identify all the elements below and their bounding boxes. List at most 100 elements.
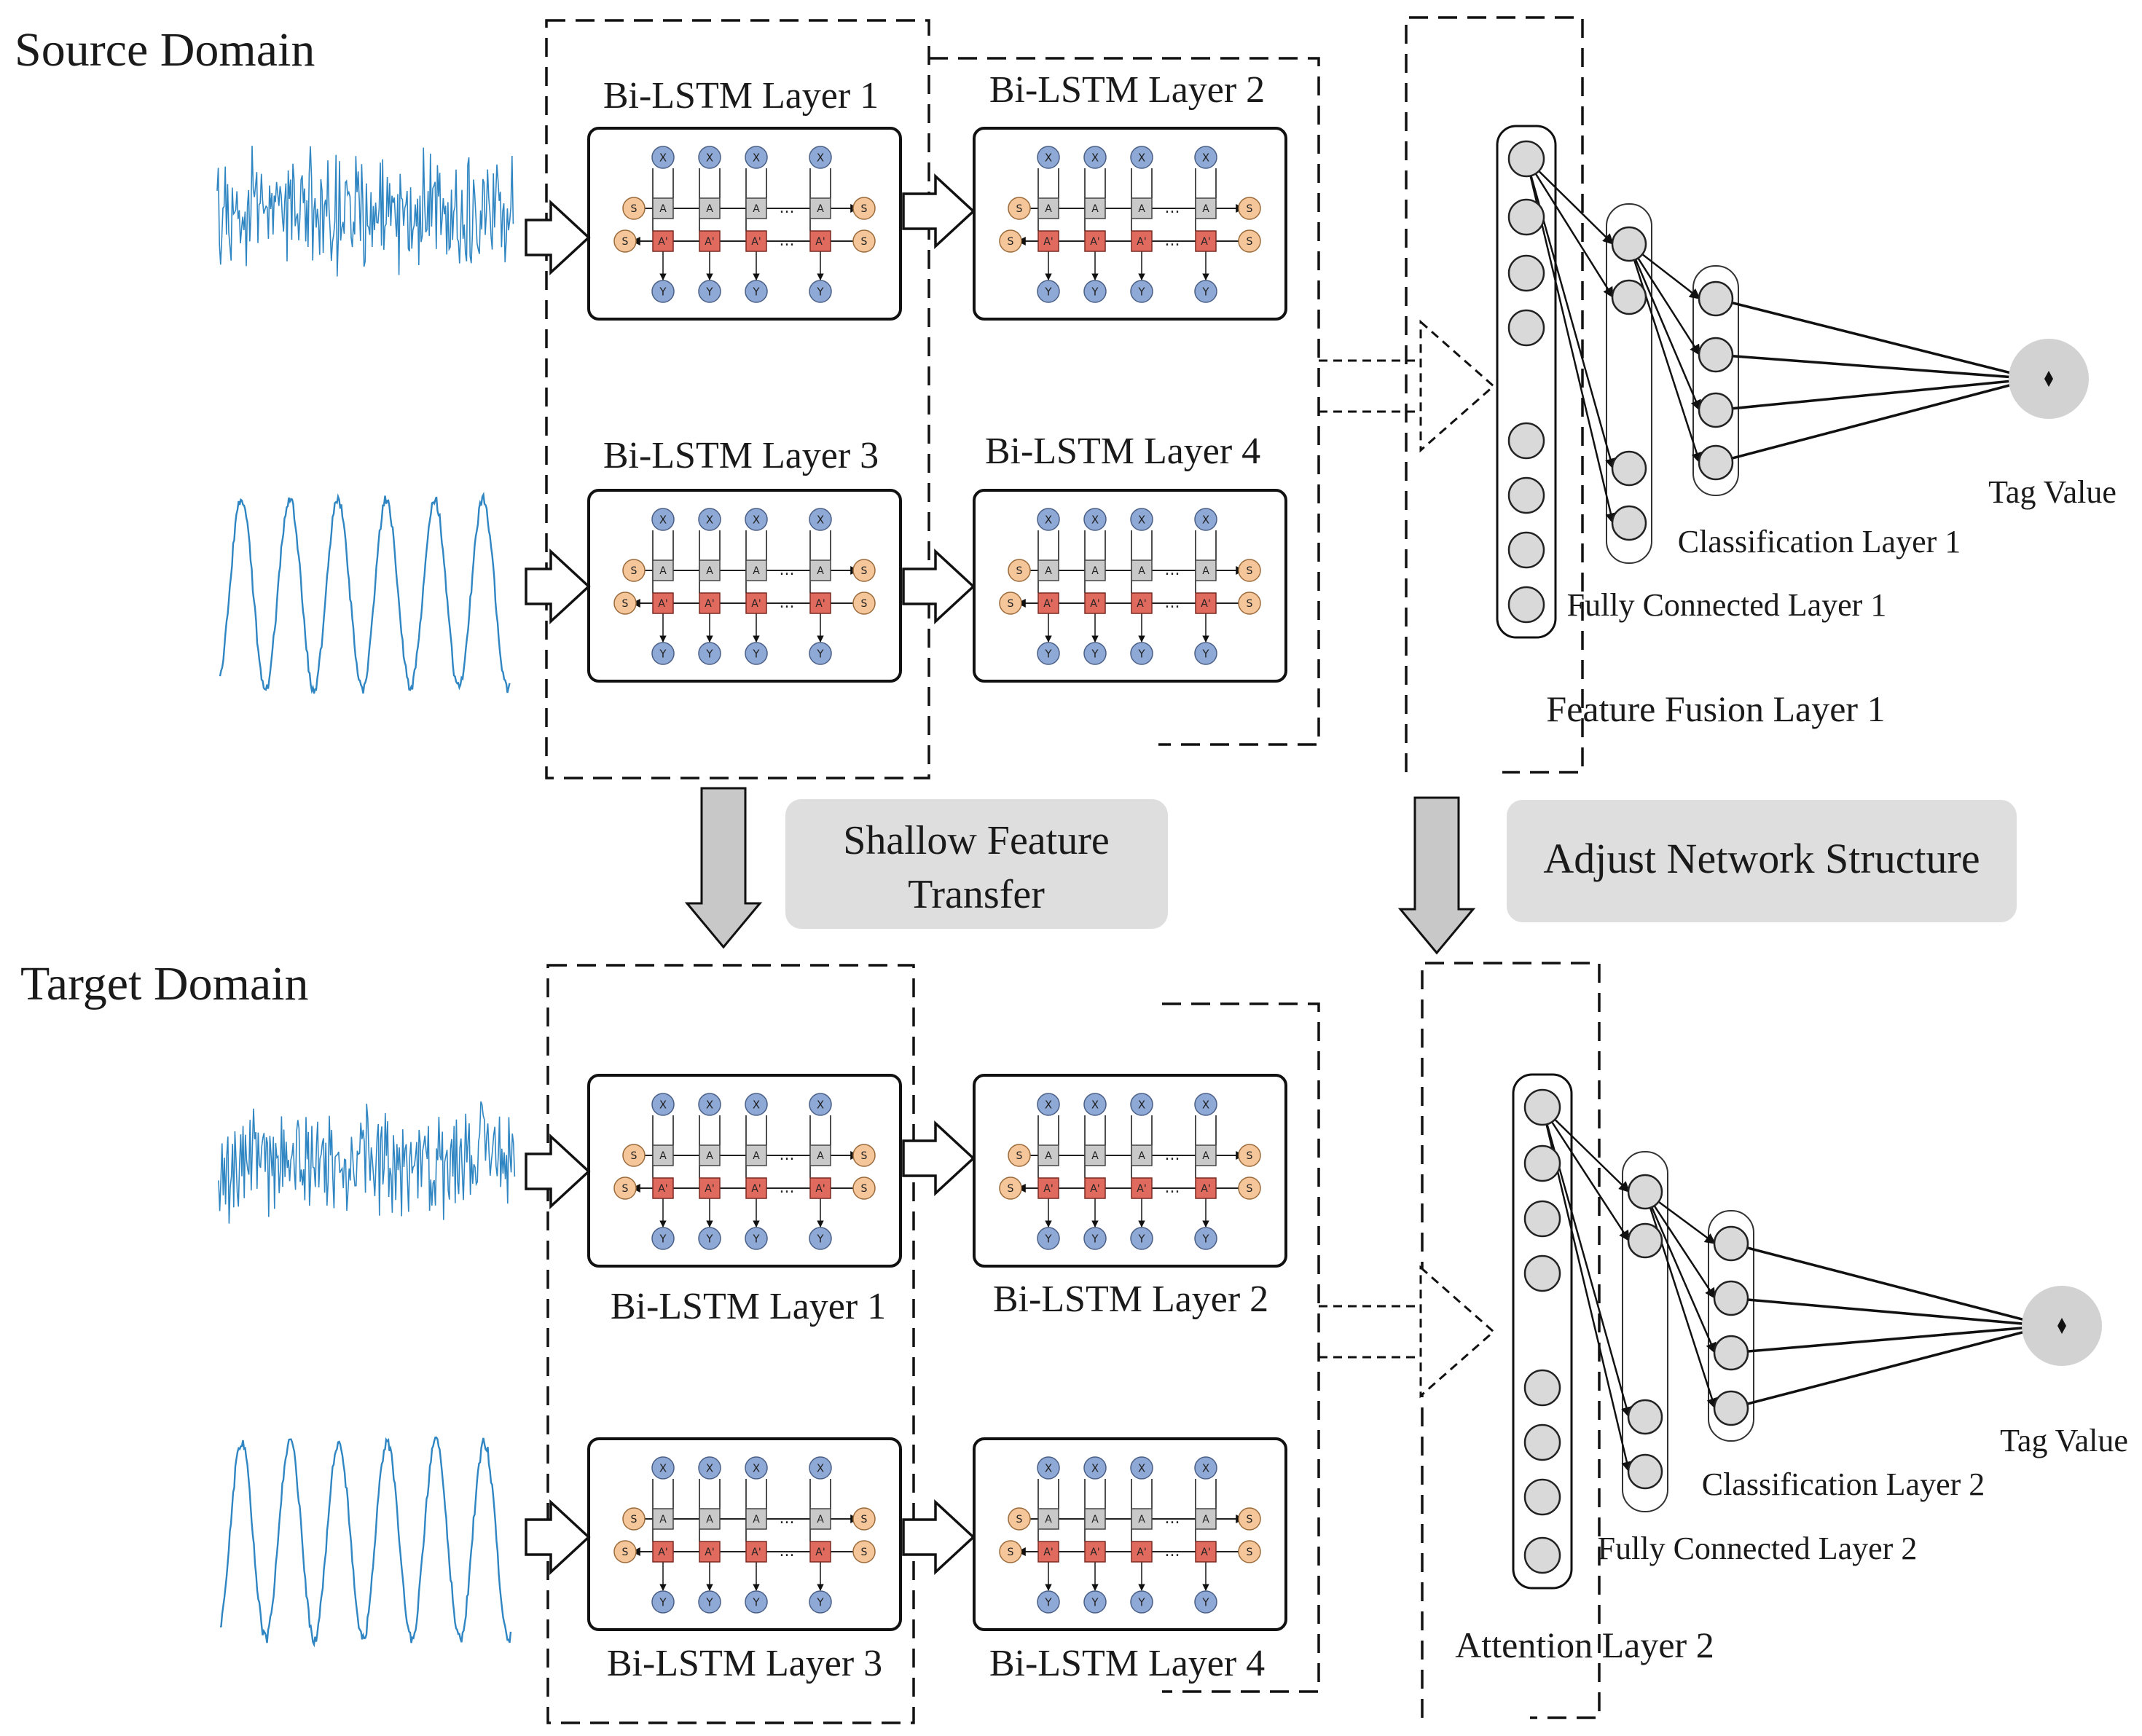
source-bilstm-2-forward-cell xyxy=(1195,197,1217,219)
target-bilstm-2-frame xyxy=(973,1074,1287,1268)
shallow-feature-transfer-box: Shallow Feature Transfer xyxy=(785,799,1168,929)
target-bilstm-2-input-node xyxy=(1037,1093,1060,1116)
target-head-edge xyxy=(1542,1107,1631,1193)
source-bilstm-1-output-node xyxy=(698,280,721,303)
source-bilstm-2-input-label: X xyxy=(1091,152,1099,165)
source-bilstm-4-output-node xyxy=(1037,642,1060,665)
target-bilstm-2-input-label: X xyxy=(1202,1099,1209,1112)
target-layer-1-title: Bi-LSTM Layer 1 xyxy=(611,1286,886,1327)
source-bilstm-3-output-label: Y xyxy=(752,648,760,661)
source-bilstm-3-backward-cell-label: A' xyxy=(815,598,825,610)
target-bilstm-1-state-node xyxy=(613,1177,637,1200)
target-bilstm-4-state-label: S xyxy=(1008,1547,1014,1558)
source-bilstm-3-state-node xyxy=(852,559,876,582)
source-bilstm-4-state-label: S xyxy=(1008,598,1014,610)
source-bilstm-3-input-label: X xyxy=(753,514,760,527)
source-bilstm-3-input-node xyxy=(698,508,721,531)
source-bilstm-2-input-node xyxy=(1037,146,1060,169)
target-bilstm-4-input-node xyxy=(1194,1456,1217,1480)
source-bilstm-4-backward-cell-label: A' xyxy=(1043,598,1053,610)
target-head-neuron xyxy=(1713,1225,1749,1262)
target-bilstm-1-forward-cell xyxy=(809,1144,831,1166)
source-bilstm-3-backward-cell-label: A' xyxy=(751,598,761,610)
target-bilstm-3-forward-cell xyxy=(699,1508,721,1530)
target-deep-frame xyxy=(1162,1002,1320,1693)
target-bilstm-2-ellipsis-bottom: ... xyxy=(1165,1179,1180,1197)
source-fusion-arrow-shafts xyxy=(1319,359,1421,413)
target-input-arrow-2 xyxy=(525,1499,591,1575)
target-bilstm-2-backward-cell xyxy=(1037,1177,1059,1199)
target-bilstm-3-frame xyxy=(587,1437,902,1631)
source-bilstm-4-state-node xyxy=(999,592,1022,615)
source-input-arrow-2 xyxy=(525,549,591,624)
target-domain-title: Target Domain xyxy=(20,957,309,1010)
source-bilstm-4-state-label: S xyxy=(1247,598,1253,610)
source-bilstm-2-state-label: S xyxy=(1008,236,1014,248)
source-bilstm-3-input-label: X xyxy=(706,514,713,527)
source-bilstm-4-state-node xyxy=(1008,559,1031,582)
target-bilstm-1-ellipsis-bottom: ... xyxy=(780,1179,795,1197)
target-bilstm-2-output-node xyxy=(1130,1227,1153,1250)
source-bilstm-3-state-label: S xyxy=(861,565,868,577)
source-layer-3-title: Bi-LSTM Layer 3 xyxy=(603,435,879,476)
target-bilstm-2-forward-cell xyxy=(1084,1144,1106,1166)
source-head-neuron xyxy=(1507,476,1545,514)
source-head-edge xyxy=(1526,158,1615,246)
source-head-neuron xyxy=(1698,337,1734,373)
target-bilstm-3-output-label: Y xyxy=(659,1596,667,1609)
source-bilstm-2-output-label: Y xyxy=(1091,286,1099,299)
adjust-structure-down-arrow xyxy=(1397,796,1476,955)
target-bilstm-3-state-label: S xyxy=(622,1547,629,1558)
target-bilstm-2-output-label: Y xyxy=(1091,1233,1099,1246)
source-bilstm-3-backward-cell xyxy=(809,592,831,614)
source-head-edge xyxy=(1715,377,2035,464)
target-bilstm-2-forward-cell xyxy=(1195,1144,1217,1166)
source-head-neuron xyxy=(1507,254,1545,292)
source-head-neuron xyxy=(1698,392,1734,428)
target-bilstm-1-backward-cell xyxy=(809,1177,831,1199)
target-bilstm-3-forward-cell xyxy=(652,1508,674,1530)
source-bilstm-1-backward-cell-label: A' xyxy=(815,236,825,248)
target-bilstm-3-input-label: X xyxy=(753,1462,760,1475)
target-layer-arrow-2 xyxy=(902,1499,976,1575)
source-bilstm-4-backward-cell-label: A' xyxy=(1201,598,1210,610)
target-head-column-3 xyxy=(1708,1210,1754,1442)
target-head-edge xyxy=(1730,1297,2048,1327)
target-head-neuron xyxy=(1627,1399,1663,1435)
source-bilstm-1-state-label: S xyxy=(861,236,868,248)
source-bilstm-1-state-node xyxy=(613,229,637,253)
target-sine-signal xyxy=(219,1437,512,1648)
target-head-edge xyxy=(1730,1324,2048,1354)
source-bilstm-4-output-node xyxy=(1130,642,1153,665)
target-bilstm-4-input-label: X xyxy=(1202,1462,1209,1475)
source-bilstm-4-backward-cell-label: A' xyxy=(1090,598,1099,610)
source-bilstm-2-forward-cell-label: A xyxy=(1202,203,1209,215)
source-bilstm-4-forward-cell-label: A xyxy=(1091,565,1099,577)
target-bilstm-1-backward-cell-label: A' xyxy=(705,1183,714,1195)
source-bilstm-1-frame xyxy=(587,127,902,321)
target-bilstm-4-input-node xyxy=(1037,1456,1060,1480)
source-bilstm-1-output-node xyxy=(651,280,675,303)
source-layer-arrow-1 xyxy=(902,173,976,249)
source-bilstm-2-output-label: Y xyxy=(1137,286,1145,299)
source-head-neuron xyxy=(1507,309,1545,347)
target-head xyxy=(1512,1073,2102,1590)
target-bilstm-1-backward-cell-label: A' xyxy=(658,1183,667,1195)
source-bilstm-3-output-node xyxy=(698,642,721,665)
target-bilstm-2-backward-cell xyxy=(1084,1177,1106,1199)
target-bilstm-4-backward-cell xyxy=(1195,1541,1217,1563)
target-bilstm-4-input-node xyxy=(1130,1456,1153,1480)
target-bilstm-4-ellipsis-bottom: ... xyxy=(1165,1542,1180,1560)
source-bilstm-3-ellipsis-bottom: ... xyxy=(780,594,795,612)
target-bilstm-4-forward-cell-label: A xyxy=(1091,1514,1099,1525)
source-bilstm-1-state-label: S xyxy=(622,236,629,248)
source-bilstm-2-output-label: Y xyxy=(1201,286,1209,299)
target-bilstm-3-output-node xyxy=(809,1590,832,1614)
target-bilstm-1-output-node xyxy=(698,1227,721,1250)
source-bilstm-1-output-node xyxy=(809,280,832,303)
target-bilstm-3-forward-cell xyxy=(809,1508,831,1530)
source-head-edge xyxy=(1628,243,1702,464)
